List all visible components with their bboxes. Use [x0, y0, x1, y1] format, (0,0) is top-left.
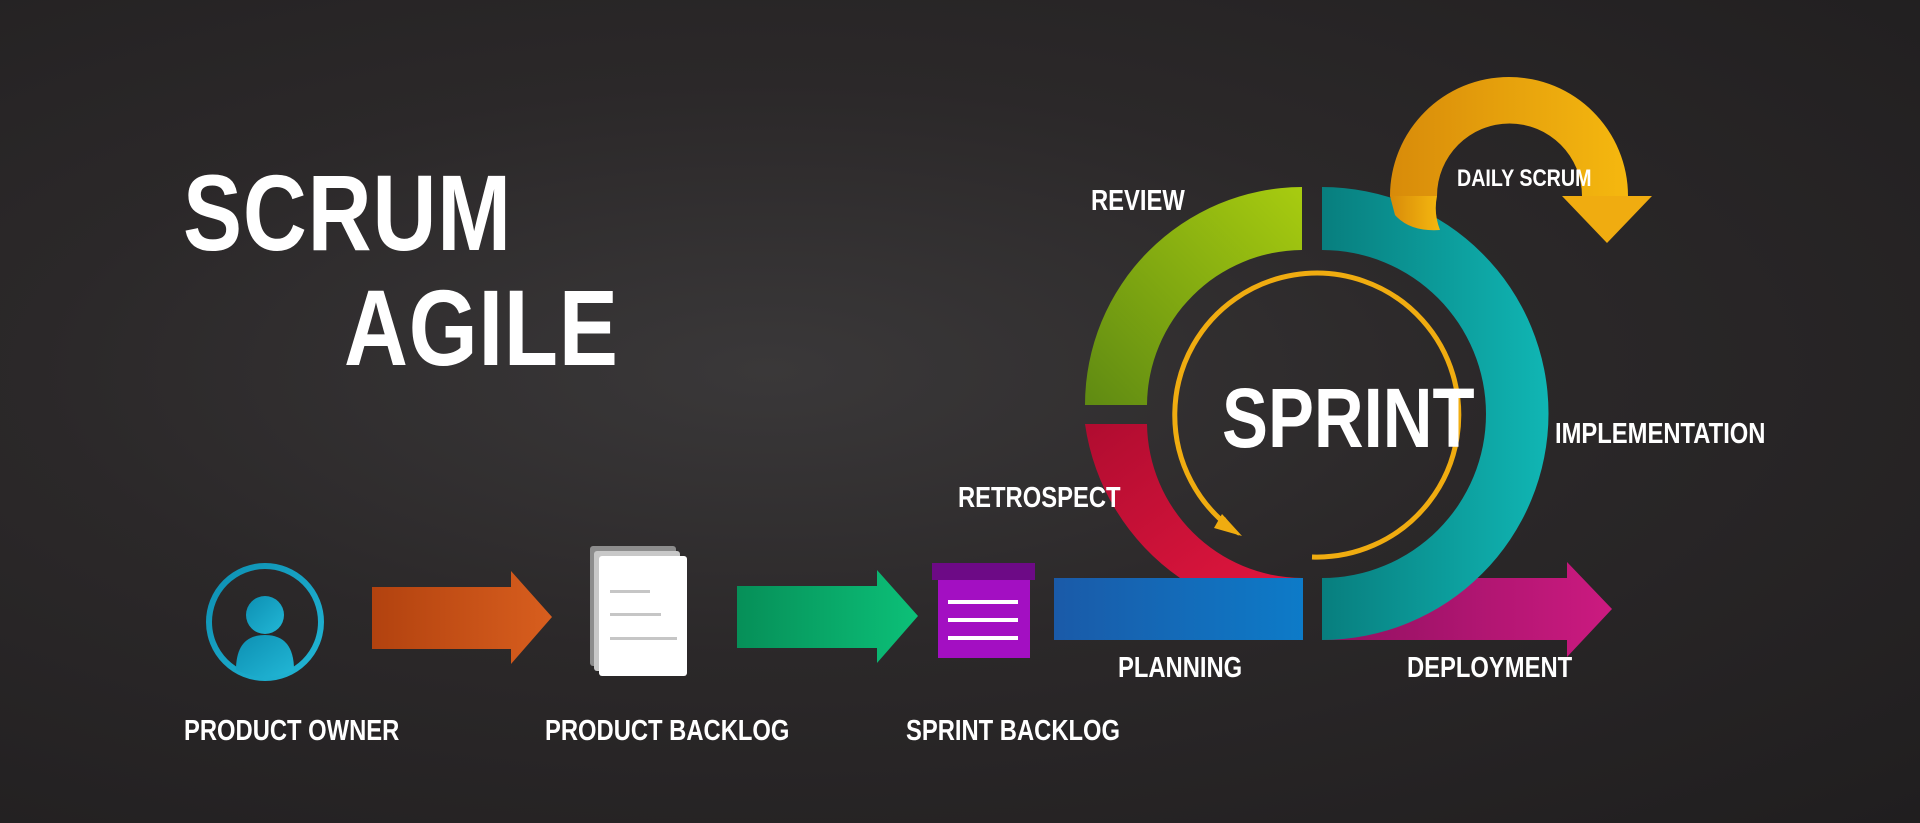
sprint-loop-arrow-icon — [1172, 270, 1462, 560]
review-label: REVIEW — [1091, 185, 1185, 217]
daily-scrum-label: DAILY SCRUM — [1457, 165, 1592, 192]
sprint-center-label: SPRINT — [1222, 371, 1475, 465]
implementation-ring — [1322, 187, 1549, 640]
title-scrum: SCRUM — [183, 152, 512, 273]
planning-bar — [1054, 578, 1303, 640]
product-backlog-label: PRODUCT BACKLOG — [545, 715, 790, 747]
retrospect-ring — [1085, 424, 1302, 578]
deployment-label: DEPLOYMENT — [1407, 652, 1573, 684]
review-ring — [1085, 187, 1302, 405]
implementation-label: IMPLEMENTATION — [1555, 418, 1766, 450]
sprint-backlog-label: SPRINT BACKLOG — [906, 715, 1121, 747]
product-owner-label: PRODUCT OWNER — [184, 715, 400, 747]
arrow-owner-to-backlog — [372, 571, 552, 664]
retrospect-label: RETROSPECT — [958, 482, 1121, 514]
user-circle-icon — [206, 563, 324, 681]
task-box-icon — [932, 563, 1035, 658]
daily-scrum-arrow — [1390, 77, 1652, 243]
title-agile: AGILE — [344, 267, 619, 388]
document-stack-icon — [590, 546, 687, 676]
arrow-backlog-to-sprint-backlog — [737, 570, 918, 663]
planning-label: PLANNING — [1118, 652, 1243, 684]
